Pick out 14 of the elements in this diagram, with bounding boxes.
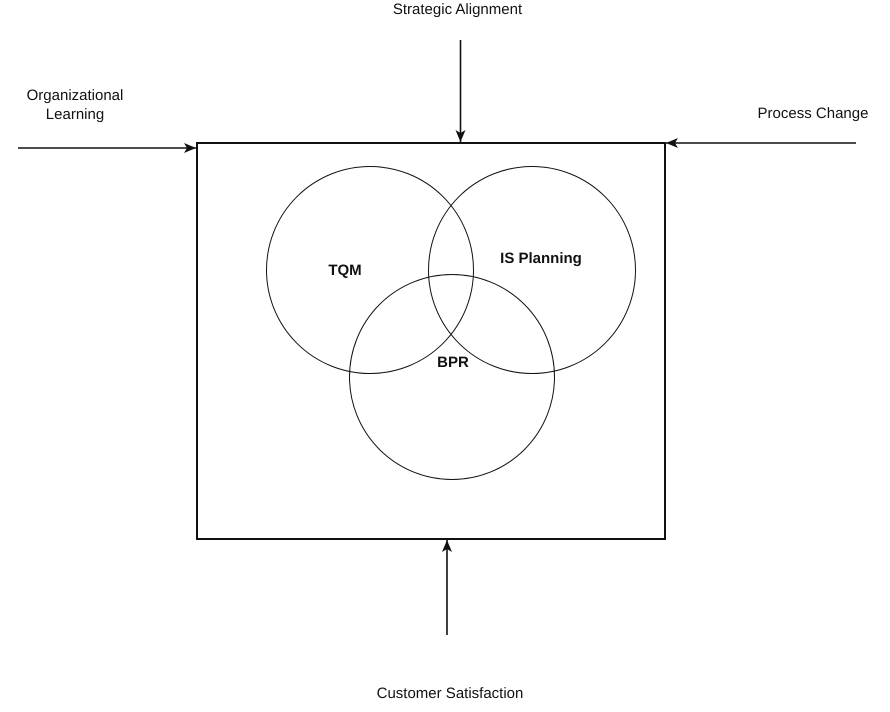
input-label: Organizational Learning	[4, 86, 146, 148]
venn-circle	[428, 166, 636, 374]
circle-label: BPR	[436, 354, 470, 372]
circle-label: TQM	[327, 262, 363, 280]
arrow	[442, 540, 452, 635]
circle-label: IS Planning	[499, 250, 583, 268]
input-label: Strategic Alignment	[380, 0, 535, 40]
arrow	[18, 143, 196, 153]
frame-box	[196, 142, 666, 540]
venn-circle	[266, 166, 474, 374]
input-label: Process Change	[738, 104, 888, 143]
arrow	[456, 40, 466, 142]
input-label: Customer Satisfaction	[370, 635, 530, 703]
arrow	[666, 138, 856, 148]
